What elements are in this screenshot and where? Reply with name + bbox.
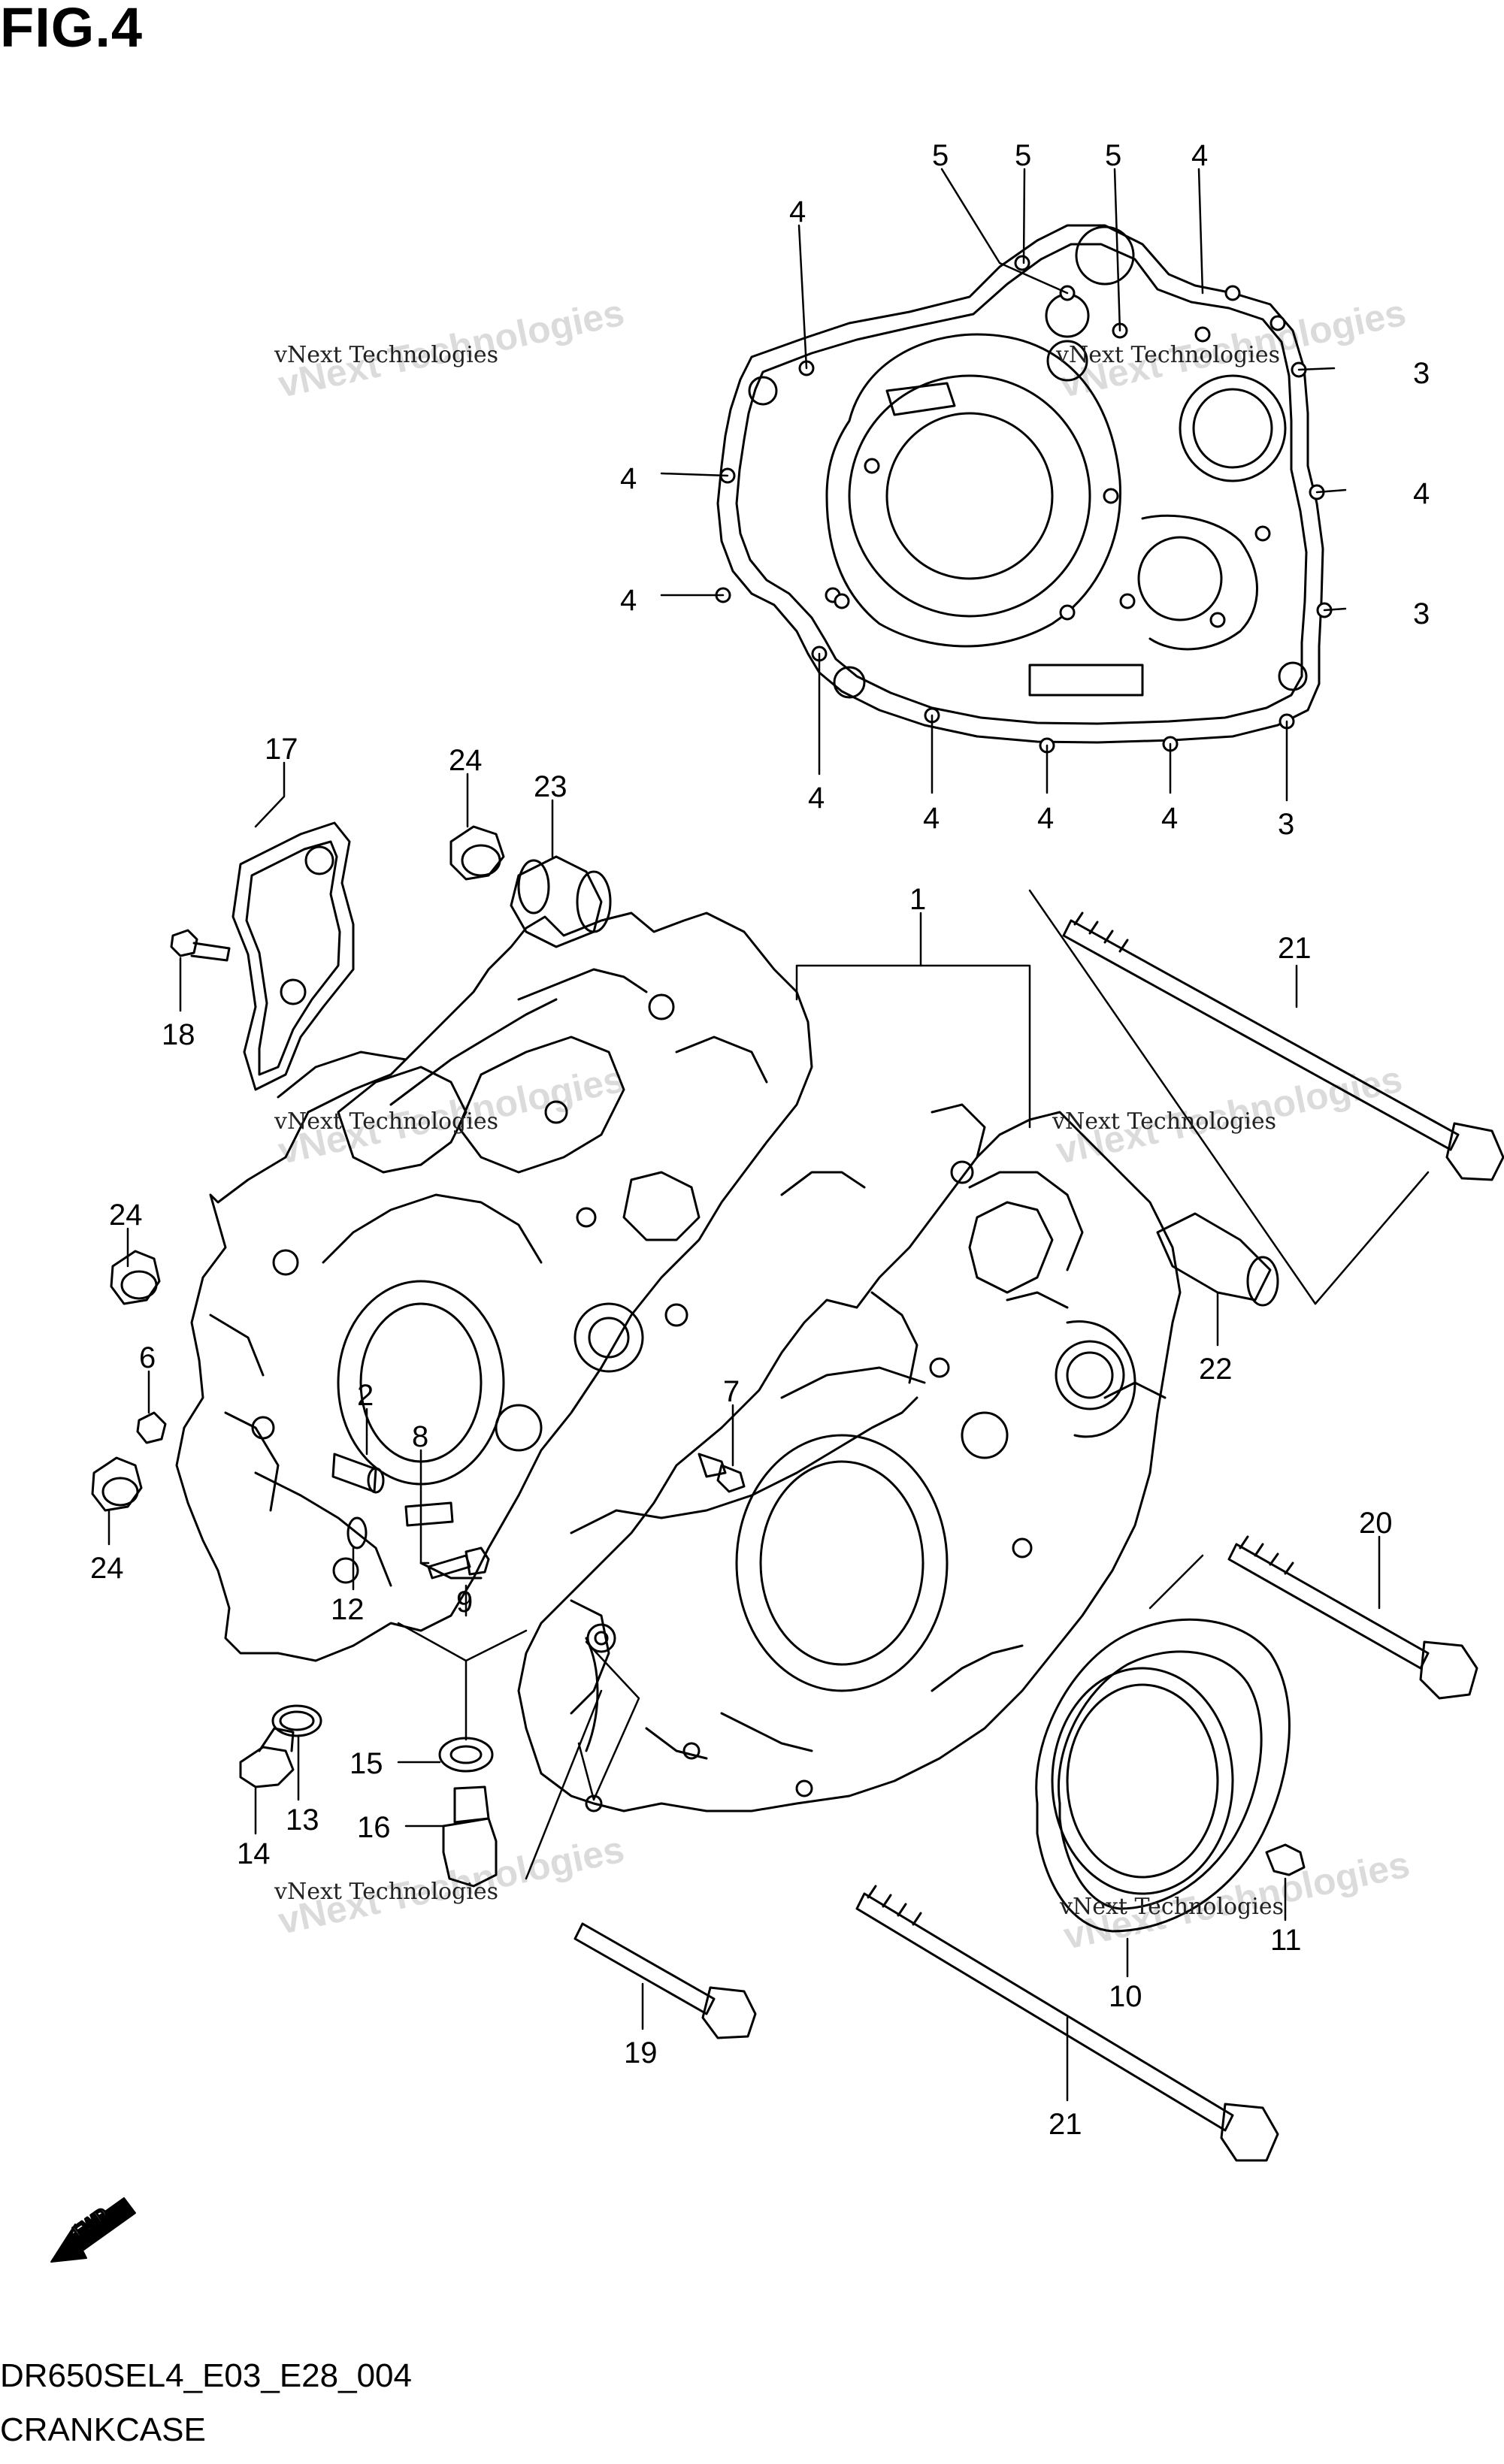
- callout-4f: 4: [808, 782, 825, 815]
- callout-10: 10: [1109, 1980, 1142, 2013]
- figure-title: FIG.4: [0, 0, 144, 59]
- callout-4b: 4: [1191, 139, 1208, 172]
- callout-3b: 3: [1413, 597, 1430, 630]
- callout-4i: 4: [1161, 802, 1178, 835]
- crankcase-cover-gasket: [716, 225, 1331, 752]
- callout-18: 18: [162, 1018, 195, 1051]
- callout-labels: 1 2 3 3 3 4 4 4 4 4 4 4 4 4 4 5 5 5 6 7 …: [90, 139, 1430, 2141]
- callout-6: 6: [139, 1341, 156, 1374]
- callout-9: 9: [456, 1586, 473, 1619]
- callout-16: 16: [357, 1811, 391, 1844]
- callout-7: 7: [723, 1375, 740, 1408]
- small-parts: [92, 823, 1503, 2160]
- callout-5c: 5: [1105, 139, 1121, 172]
- callout-21a: 21: [1278, 932, 1312, 965]
- callout-22: 22: [1199, 1353, 1233, 1386]
- crankcase-halves: [177, 913, 1180, 1811]
- forward-arrow-icon: FWD: [51, 2198, 135, 2262]
- callout-12: 12: [331, 1593, 365, 1626]
- callout-5b: 5: [1015, 139, 1031, 172]
- callout-24b: 24: [109, 1199, 143, 1232]
- callout-20: 20: [1359, 1507, 1393, 1540]
- callout-19: 19: [624, 2036, 658, 2069]
- callout-15: 15: [350, 1747, 383, 1780]
- callout-8: 8: [412, 1420, 428, 1453]
- callout-21b: 21: [1049, 2108, 1082, 2141]
- leader-lines: [109, 169, 1428, 2100]
- callout-1: 1: [909, 883, 926, 916]
- callout-13: 13: [286, 1803, 319, 1837]
- callout-3a: 3: [1413, 357, 1430, 390]
- callout-5a: 5: [932, 139, 949, 172]
- oil-seal-retainer: [1036, 1619, 1290, 1931]
- callout-4g: 4: [923, 802, 940, 835]
- figure-name: CRANKCASE: [0, 2411, 206, 2448]
- callout-2: 2: [357, 1379, 374, 1412]
- callout-17: 17: [265, 733, 298, 766]
- callout-24c: 24: [90, 1552, 124, 1585]
- callout-4e: 4: [620, 584, 637, 617]
- figure-code: DR650SEL4_E03_E28_004: [0, 2357, 413, 2394]
- callout-4a: 4: [789, 195, 806, 228]
- callout-23: 23: [534, 770, 567, 803]
- callout-3c: 3: [1278, 808, 1294, 841]
- callout-11: 11: [1270, 1924, 1302, 1957]
- callout-4h: 4: [1037, 802, 1054, 835]
- callout-4c: 4: [620, 462, 637, 495]
- callout-24a: 24: [449, 744, 483, 777]
- callout-4d: 4: [1413, 477, 1430, 510]
- callout-14: 14: [237, 1837, 271, 1870]
